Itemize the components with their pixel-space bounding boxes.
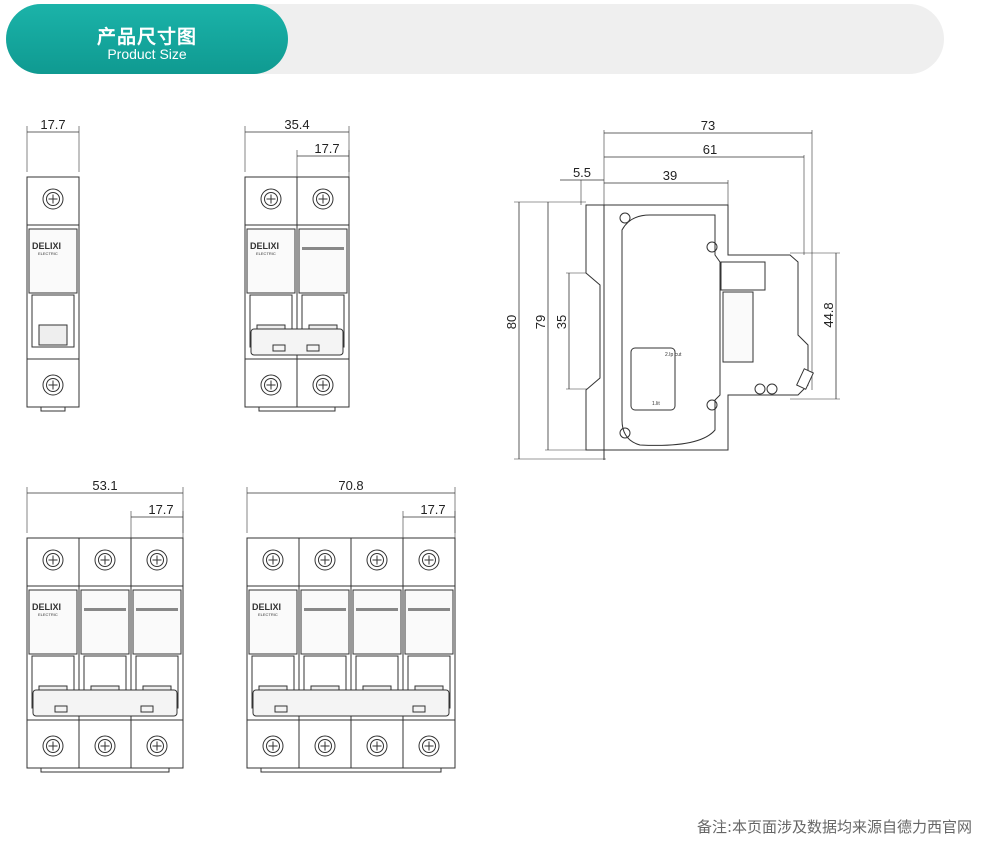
brand-sub: ELECTRIC — [38, 612, 58, 617]
front-panel — [352, 589, 402, 655]
side-width-5-5-label: 5.5 — [573, 165, 591, 180]
mounting-hole — [706, 399, 718, 411]
wiring-label-text: 1.lit — [652, 401, 660, 407]
front-panel — [246, 228, 296, 294]
brand-name: DELIXI — [252, 602, 281, 612]
pole-width-dimension-label: 17.7 — [148, 502, 173, 517]
mounting-hole — [619, 212, 631, 224]
side-view: 73 61 39 5.5 80 79 35 44.8 2.Ip cut 1.lit — [504, 118, 840, 460]
brand-sub: ELECTRIC — [38, 251, 58, 256]
front-panel — [80, 589, 130, 655]
side-label-panel — [722, 291, 754, 363]
trip-lever — [796, 368, 814, 390]
din-clip — [260, 767, 442, 773]
width-dimension-label: 17.7 — [40, 117, 65, 132]
handle-tie-bar — [252, 689, 450, 717]
wiring-label-text: 2.Ip cut — [665, 352, 682, 358]
din-clip — [40, 406, 66, 412]
pole-width-dimension-label: 17.7 — [420, 502, 445, 517]
brand-name: DELIXI — [32, 602, 61, 612]
mounting-hole — [766, 383, 778, 395]
mounting-hole — [619, 427, 631, 439]
brand-sub: ELECTRIC — [256, 251, 276, 256]
side-height-35-label: 35 — [554, 315, 569, 329]
width-dimension-label: 53.1 — [92, 478, 117, 493]
side-height-79-label: 79 — [533, 315, 548, 329]
width-dimension-label: 35.4 — [284, 117, 309, 132]
wiring-label-box — [630, 347, 676, 411]
din-clip — [40, 767, 170, 773]
front-panel — [132, 589, 182, 655]
front-panel — [28, 228, 78, 294]
mounting-hole — [754, 383, 766, 395]
brand-sub: ELECTRIC — [258, 612, 278, 617]
side-width-73-label: 73 — [701, 118, 715, 133]
front-views: 17.7DELIXIELECTRIC35.417.7DELIXIELECTRIC… — [26, 117, 456, 773]
front-panel — [298, 228, 348, 294]
width-dimension-label: 70.8 — [338, 478, 363, 493]
title-english: Product Size — [107, 46, 187, 62]
side-width-61-label: 61 — [703, 142, 717, 157]
handle-top — [720, 261, 766, 291]
side-width-39-label: 39 — [663, 168, 677, 183]
title-pill: 产品尺寸图 Product Size — [6, 4, 288, 74]
handle-lever — [38, 324, 68, 346]
front-panel — [300, 589, 350, 655]
title-chinese: 产品尺寸图 — [96, 26, 197, 48]
rating-strip — [302, 247, 344, 250]
handle-tie-bar — [250, 328, 344, 356]
side-body-outline — [585, 204, 809, 451]
rating-strip — [304, 608, 346, 611]
din-clip — [258, 406, 336, 412]
rating-strip — [84, 608, 126, 611]
front-panel — [28, 589, 78, 655]
rating-strip — [136, 608, 178, 611]
brand-name: DELIXI — [32, 241, 61, 251]
mounting-hole — [706, 241, 718, 253]
side-height-80-label: 80 — [504, 315, 519, 329]
front-panel — [248, 589, 298, 655]
pole-width-dimension-label: 17.7 — [314, 141, 339, 156]
footnote: 备注:本页面涉及数据均来源自德力西官网 — [696, 818, 972, 836]
front-panel — [404, 589, 454, 655]
rating-strip — [356, 608, 398, 611]
brand-name: DELIXI — [250, 241, 279, 251]
side-height-44-8-label: 44.8 — [821, 302, 836, 327]
rating-strip — [408, 608, 450, 611]
